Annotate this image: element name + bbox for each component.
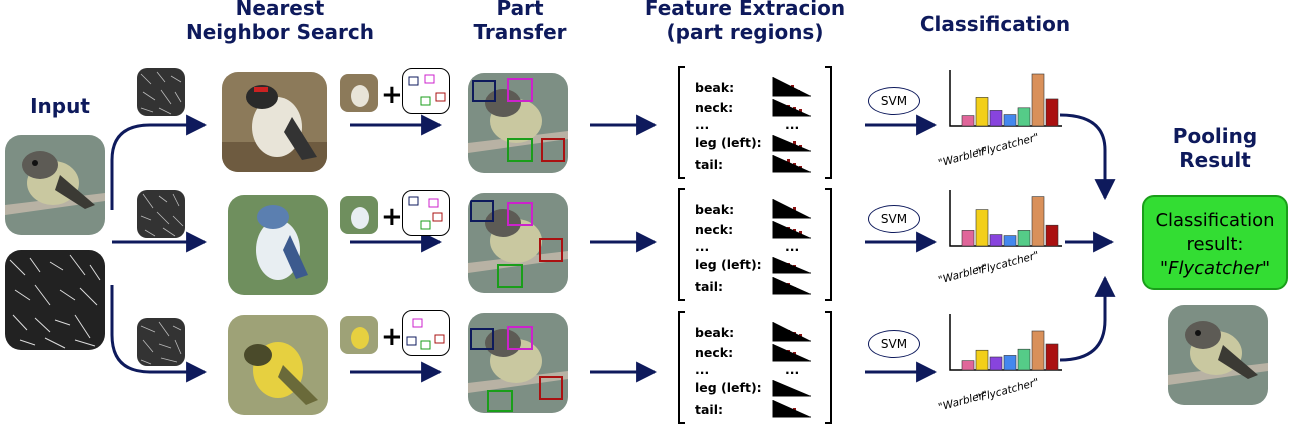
neighbor-warbler-blue-image — [228, 195, 328, 295]
header-nn-search-line2: Neighbor Search — [185, 20, 375, 44]
chart-bar-0 — [961, 360, 975, 371]
result-line3: "Flycatcher" — [1159, 258, 1271, 279]
class-chart-row1 — [949, 70, 1062, 127]
header-input: Input — [30, 94, 90, 118]
classification-result-box: Classification result: "Flycatcher" — [1142, 195, 1288, 290]
header-nn-search-line1: Nearest — [235, 0, 325, 20]
small-neighbor-row1 — [340, 74, 378, 112]
class-chart-row3 — [949, 314, 1062, 371]
plus-icon-row1: + — [381, 80, 403, 110]
feature-label-beak: beak: — [695, 325, 735, 340]
chart-bar-3 — [1003, 355, 1017, 371]
chart-bar-0 — [961, 115, 975, 127]
part-transfer-bird-row2 — [468, 193, 568, 293]
neighbor-woodpecker-image — [222, 72, 327, 172]
hog-thumb-row2 — [137, 190, 185, 238]
chart-bar-6 — [1045, 98, 1059, 127]
chart-bar-5 — [1031, 73, 1045, 127]
neighbor-warbler-yellow-image — [228, 315, 328, 415]
feature-label-neck: neck: — [695, 100, 734, 115]
hog-thumb-row3 — [137, 318, 185, 366]
chart-bar-6 — [1045, 224, 1059, 247]
chart-bar-4 — [1017, 107, 1031, 127]
chart-bar-2 — [989, 110, 1003, 127]
chart-bar-1 — [975, 209, 989, 247]
header-feature: Feature Extracion (part regions) — [625, 0, 865, 44]
header-pooling-line2: Result — [1179, 148, 1251, 172]
svm-badge-row1: SVM — [868, 87, 920, 115]
feature-label-leg: leg (left): — [695, 380, 762, 395]
arrow-input-row3 — [110, 285, 208, 383]
feature-matrix-row3: beak: neck: ... ... leg (left): tail: — [675, 310, 835, 425]
arrow-pool-row3 — [1059, 275, 1116, 362]
header-feature-line1: Feature Extracion — [644, 0, 846, 20]
feature-label-beak: beak: — [695, 80, 735, 95]
part-template-row3 — [402, 310, 450, 356]
hog-thumb-row1 — [137, 68, 185, 116]
result-line2: result: — [1186, 234, 1244, 255]
feature-matrix-row1: beak: neck: ... ... leg (left): tail: — [675, 65, 835, 180]
chart-bar-1 — [975, 97, 989, 127]
result-bird-image — [1168, 305, 1268, 405]
chart-bar-4 — [1017, 348, 1031, 371]
chart-bar-2 — [989, 234, 1003, 247]
arrow-input-row1 — [110, 114, 208, 210]
header-part-transfer-line1: Part — [496, 0, 544, 20]
chart-bar-4 — [1017, 230, 1031, 247]
feature-label-ellipsis: ... — [695, 117, 710, 132]
chart-bar-1 — [975, 349, 989, 371]
header-classification: Classification — [919, 12, 1071, 36]
header-pooling: Pooling Result — [1150, 124, 1280, 172]
part-transfer-bird-row1 — [468, 73, 568, 173]
svm-badge-row3: SVM — [868, 330, 920, 358]
small-neighbor-row3 — [340, 316, 378, 354]
chart-bar-5 — [1031, 196, 1045, 247]
part-template-row2 — [402, 190, 450, 236]
chart-bar-3 — [1003, 235, 1017, 247]
result-line1: Classification — [1155, 210, 1275, 231]
part-transfer-bird-row3 — [468, 313, 568, 413]
feature-dots: ... — [785, 362, 800, 377]
feature-label-neck: neck: — [695, 222, 734, 237]
feature-dots: ... — [785, 239, 800, 254]
plus-icon-row3: + — [381, 322, 403, 352]
header-part-transfer-line2: Transfer — [473, 20, 567, 44]
feature-dots: ... — [785, 117, 800, 132]
feature-label-tail: tail: — [695, 279, 723, 294]
plus-icon-row2: + — [381, 202, 403, 232]
feature-label-tail: tail: — [695, 402, 723, 417]
feature-matrix-row2: beak: neck: ... ... leg (left): tail: — [675, 187, 835, 302]
chart-bar-5 — [1031, 330, 1045, 371]
header-part-transfer: Part Transfer — [450, 0, 590, 44]
feature-label-beak: beak: — [695, 202, 735, 217]
header-feature-line2: (part regions) — [666, 20, 824, 44]
feature-label-ellipsis: ... — [695, 239, 710, 254]
feature-label-leg: leg (left): — [695, 257, 762, 272]
feature-label-tail: tail: — [695, 157, 723, 172]
feature-label-leg: leg (left): — [695, 135, 762, 150]
chart-bar-6 — [1045, 343, 1059, 371]
part-template-row1 — [402, 68, 450, 114]
chart-bar-3 — [1003, 114, 1017, 127]
arrow-pool-row1 — [1059, 113, 1116, 201]
input-bird-image — [5, 135, 105, 235]
feature-label-neck: neck: — [695, 345, 734, 360]
header-pooling-line1: Pooling — [1172, 124, 1258, 148]
chart-bar-2 — [989, 356, 1003, 371]
chart-bar-0 — [961, 230, 975, 247]
feature-label-ellipsis: ... — [695, 362, 710, 377]
class-chart-row2 — [949, 190, 1062, 247]
svm-badge-row2: SVM — [868, 205, 920, 233]
input-hog-image — [5, 250, 105, 350]
header-nn-search: Nearest Neighbor Search — [160, 0, 400, 44]
small-neighbor-row2 — [340, 196, 378, 234]
